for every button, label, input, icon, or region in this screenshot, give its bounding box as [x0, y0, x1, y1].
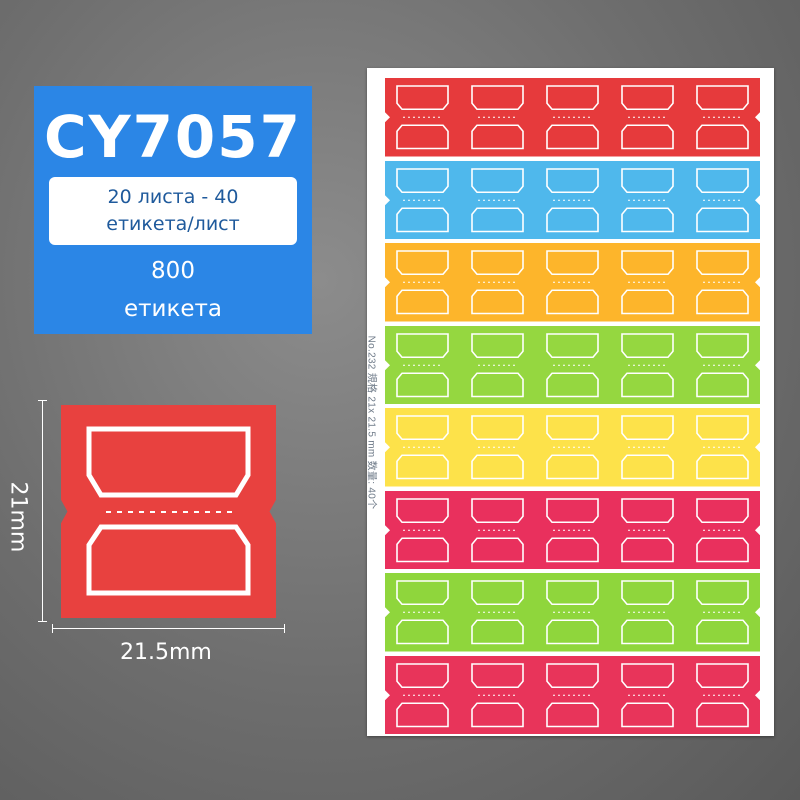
height-dimension-tick-top — [38, 400, 47, 401]
width-dimension-tick-right — [284, 624, 285, 633]
label-strip-lime — [385, 573, 760, 652]
product-info-card: CY7057 20 листа - 40 етикета/лист 800 ет… — [34, 86, 312, 334]
sample-label-outline — [86, 426, 251, 596]
sheet-side-text-content: No.232 規格 21x 21.5 mm 数量: 40个 — [365, 335, 377, 509]
label-strip-graphic — [385, 160, 760, 239]
width-dimension-tick-left — [52, 624, 53, 633]
total-unit: етикета — [123, 296, 223, 322]
label-strip-rose — [385, 655, 760, 734]
label-strip-graphic — [385, 78, 760, 157]
height-dimension-tick-bottom — [38, 621, 47, 622]
sheet-info-line-2: етикета/лист — [106, 213, 240, 235]
sheet-info-line-1: 20 листа - 40 — [107, 186, 239, 208]
width-dimension-line — [52, 628, 285, 629]
label-strip-blue — [385, 160, 760, 239]
sheet-side-text: No.232 規格 21x 21.5 mm 数量: 40个 — [358, 162, 388, 682]
label-strip-graphic — [385, 490, 760, 569]
label-strip-green — [385, 325, 760, 404]
label-strip-red — [385, 78, 760, 157]
label-strip-graphic — [385, 325, 760, 404]
label-strip-orange — [385, 243, 760, 322]
total-count: 800 — [151, 258, 195, 284]
label-strip-graphic — [385, 573, 760, 652]
label-strip-graphic — [385, 655, 760, 734]
height-dimension-label: 21mm — [5, 481, 31, 553]
width-dimension-label: 21.5mm — [120, 640, 212, 665]
label-strip-graphic — [385, 408, 760, 487]
model-code: CY7057 — [44, 103, 302, 171]
sheet-info-box: 20 листа - 40 етикета/лист — [49, 177, 297, 245]
label-strip-pink — [385, 490, 760, 569]
label-strip-yellow — [385, 408, 760, 487]
label-strip-graphic — [385, 243, 760, 322]
height-dimension-line — [42, 400, 43, 622]
sample-label — [61, 405, 276, 618]
